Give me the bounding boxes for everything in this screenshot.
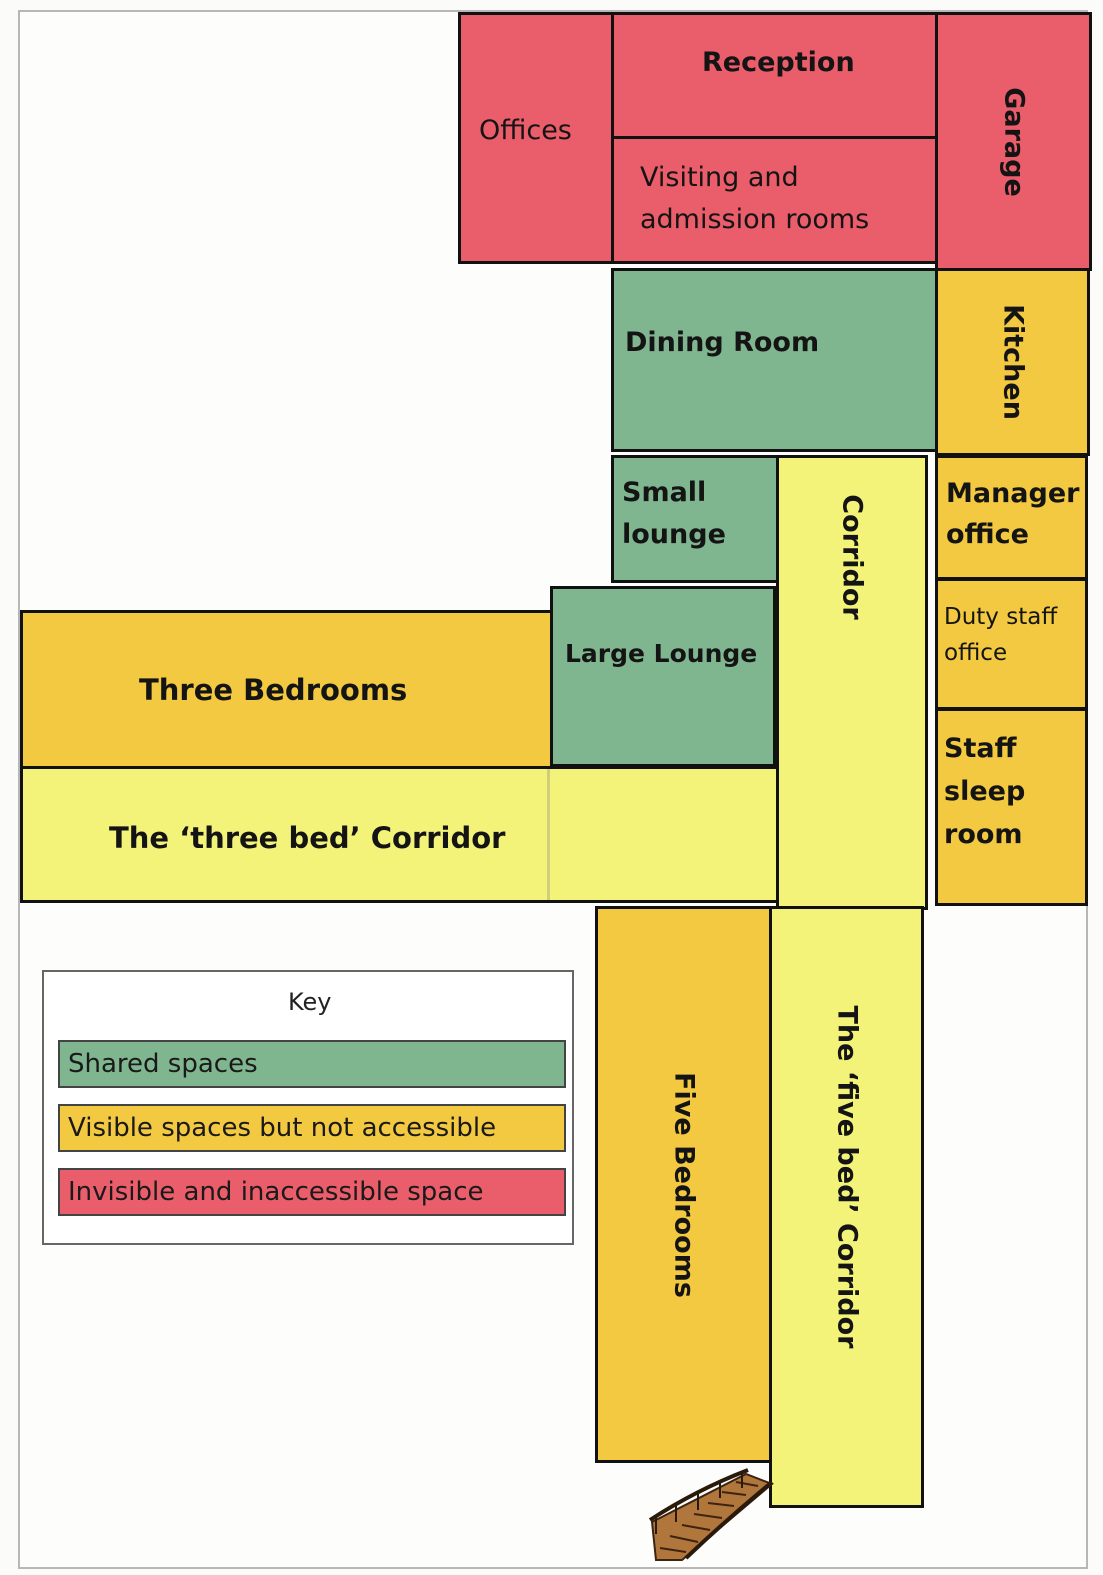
small-lounge-label: Small lounge bbox=[622, 477, 726, 550]
three-bedrooms-label: Three Bedrooms bbox=[139, 673, 408, 707]
kitchen-label: Kitchen bbox=[997, 304, 1028, 420]
legend-title: Key bbox=[288, 988, 332, 1016]
legend: Key Shared spaces Visible spaces but not… bbox=[42, 970, 574, 1245]
reception-room: Reception bbox=[611, 12, 938, 139]
manager-office-room: Manager office bbox=[935, 455, 1088, 580]
three-bedrooms-room: Three Bedrooms bbox=[20, 610, 553, 770]
legend-item-shared: Shared spaces bbox=[58, 1040, 566, 1088]
garage-label: Garage bbox=[998, 86, 1029, 197]
legend-item-invisible-inaccessible: Invisible and inaccessible space bbox=[58, 1168, 566, 1216]
legend-item-label: Shared spaces bbox=[68, 1049, 258, 1079]
five-bedrooms-room: Five Bedrooms bbox=[595, 906, 772, 1463]
stairs-icon bbox=[646, 1460, 776, 1569]
kitchen-room: Kitchen bbox=[935, 268, 1090, 456]
duty-staff-office-label: Duty staff office bbox=[944, 604, 1058, 666]
dining-room: Dining Room bbox=[611, 268, 938, 452]
dining-room-label: Dining Room bbox=[625, 327, 820, 358]
legend-item-label: Visible spaces but not accessible bbox=[68, 1113, 497, 1143]
three-bed-corridor-room: The ‘three bed’ Corridor bbox=[20, 766, 779, 903]
large-lounge-room: Large Lounge bbox=[550, 586, 776, 767]
duty-staff-office-room: Duty staff office bbox=[935, 578, 1088, 710]
corridor-room: Corridor bbox=[776, 455, 928, 910]
garage-room: Garage bbox=[935, 12, 1092, 271]
large-lounge-label: Large Lounge bbox=[565, 639, 758, 668]
three-bed-corridor-label: The ‘three bed’ Corridor bbox=[109, 821, 506, 855]
five-bed-corridor-label: The ‘five bed’ Corridor bbox=[831, 1005, 862, 1349]
visiting-admission-room: Visiting and admission rooms bbox=[611, 136, 938, 264]
corridor-junction-divider bbox=[547, 769, 550, 900]
manager-office-label: Manager office bbox=[946, 478, 1080, 550]
reception-label: Reception bbox=[702, 47, 855, 78]
corridor-label: Corridor bbox=[836, 494, 868, 620]
five-bedrooms-label: Five Bedrooms bbox=[668, 1071, 699, 1298]
offices-room: Offices bbox=[458, 12, 614, 264]
legend-item-label: Invisible and inaccessible space bbox=[68, 1177, 484, 1207]
staff-sleep-room-label: Staff sleep room bbox=[944, 733, 1026, 850]
staff-sleep-room: Staff sleep room bbox=[935, 708, 1088, 906]
five-bed-corridor-room: The ‘five bed’ Corridor bbox=[769, 906, 924, 1508]
legend-item-visible-not-accessible: Visible spaces but not accessible bbox=[58, 1104, 566, 1152]
offices-label: Offices bbox=[479, 115, 572, 146]
visiting-admission-label: Visiting and admission rooms bbox=[640, 162, 870, 235]
small-lounge-room: Small lounge bbox=[611, 455, 779, 583]
